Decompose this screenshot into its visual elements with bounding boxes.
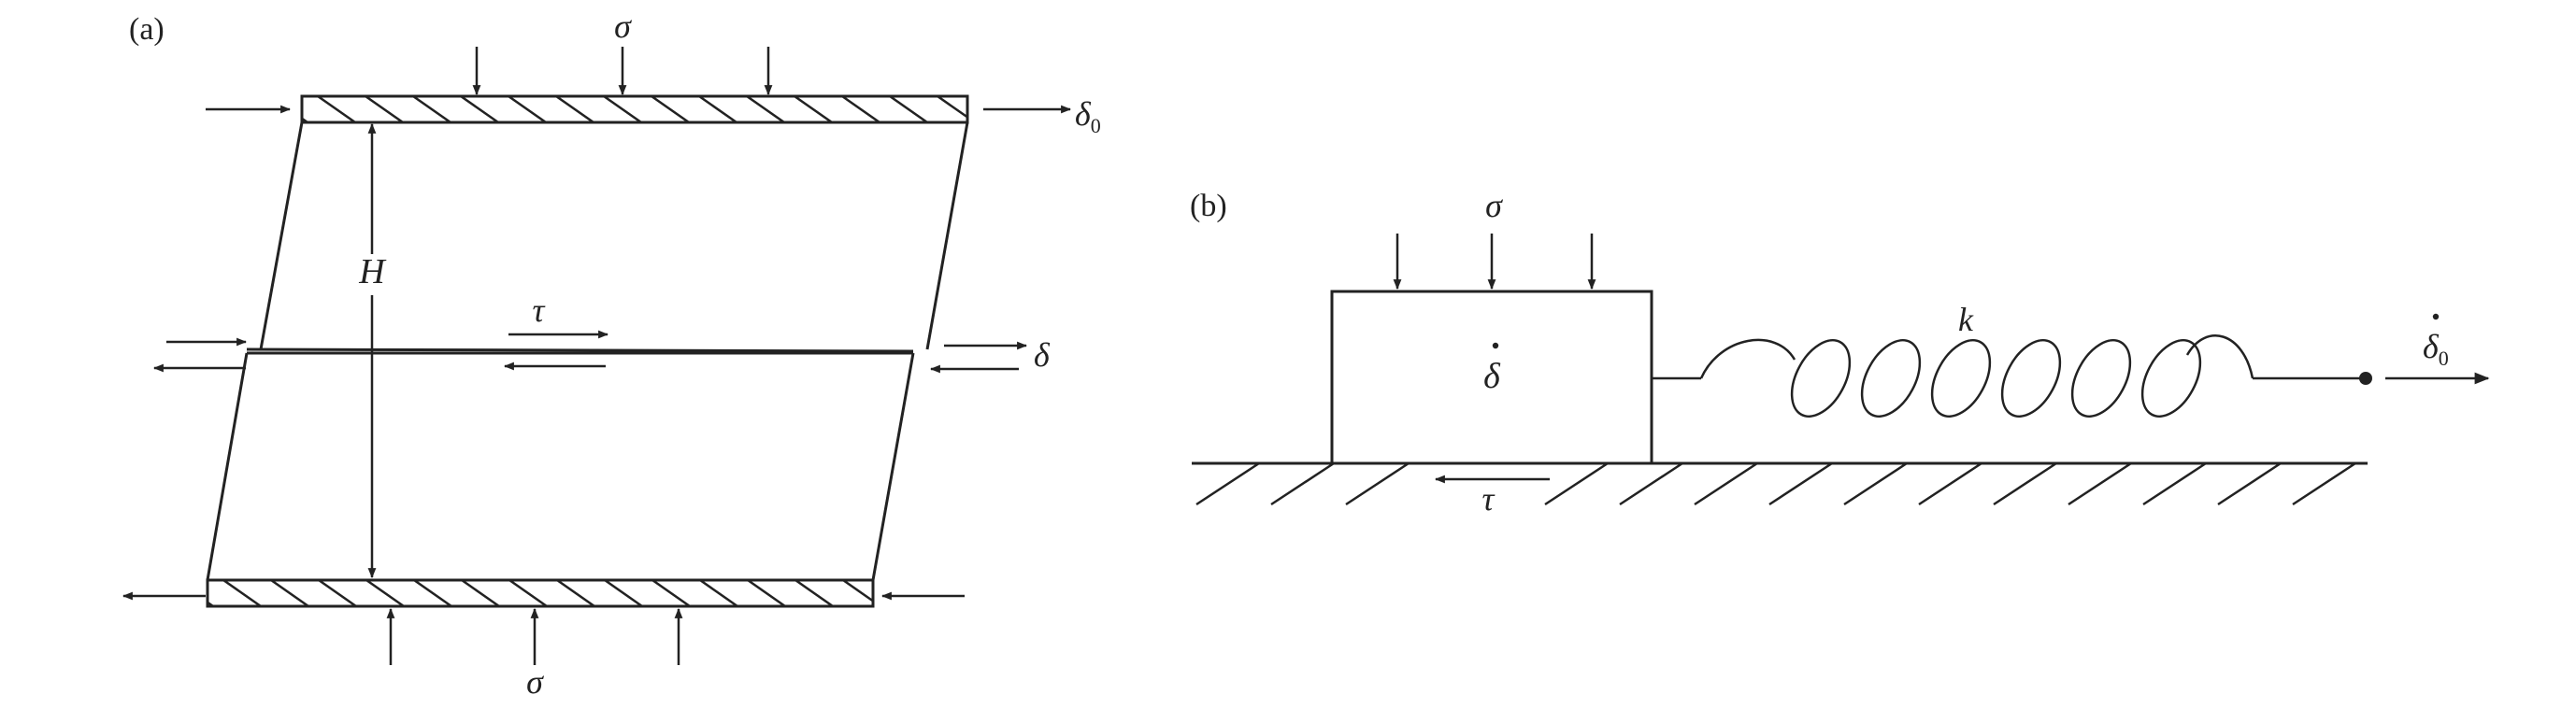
panel-b-tag: (b) [1190,189,1227,223]
panel-b: (b) δ σ k δ0 [1190,187,2490,518]
sigma-bottom-label: σ [526,663,544,701]
sigma-top-arrows: σ [472,7,773,96]
shear-arrows: τ [503,291,609,371]
velocity-dot [1492,342,1499,349]
horizontal-arrows [122,105,1072,601]
height-label: H [358,252,387,291]
sigma-arrows: σ [1393,187,1596,291]
spring-label: k [1958,301,1974,338]
drive-velocity-dot [2432,313,2440,320]
delta-label: δ [1034,336,1051,374]
sigma-top-label: σ [614,7,632,45]
delta0-label: δ0 [1075,95,1101,137]
sigma-bottom-arrows: σ [386,607,683,701]
panel-a-tag: (a) [129,12,165,47]
sigma-label: σ [1485,187,1503,224]
panel-a: (a) H [122,7,1101,701]
lower-block [206,351,915,581]
sliding-block [1330,290,1653,465]
bottom-plate [206,578,875,608]
spring-end-point [2359,372,2372,385]
height-dimension: H [358,122,387,579]
top-plate [300,94,969,124]
drive-velocity-label: δ0 [2423,328,2449,370]
tau-label: τ [533,291,546,329]
block-velocity-label: δ [1483,357,1501,396]
spring [1652,334,2361,418]
upper-block [246,121,969,353]
ground [1192,461,2368,506]
friction-label: τ [1482,480,1496,518]
